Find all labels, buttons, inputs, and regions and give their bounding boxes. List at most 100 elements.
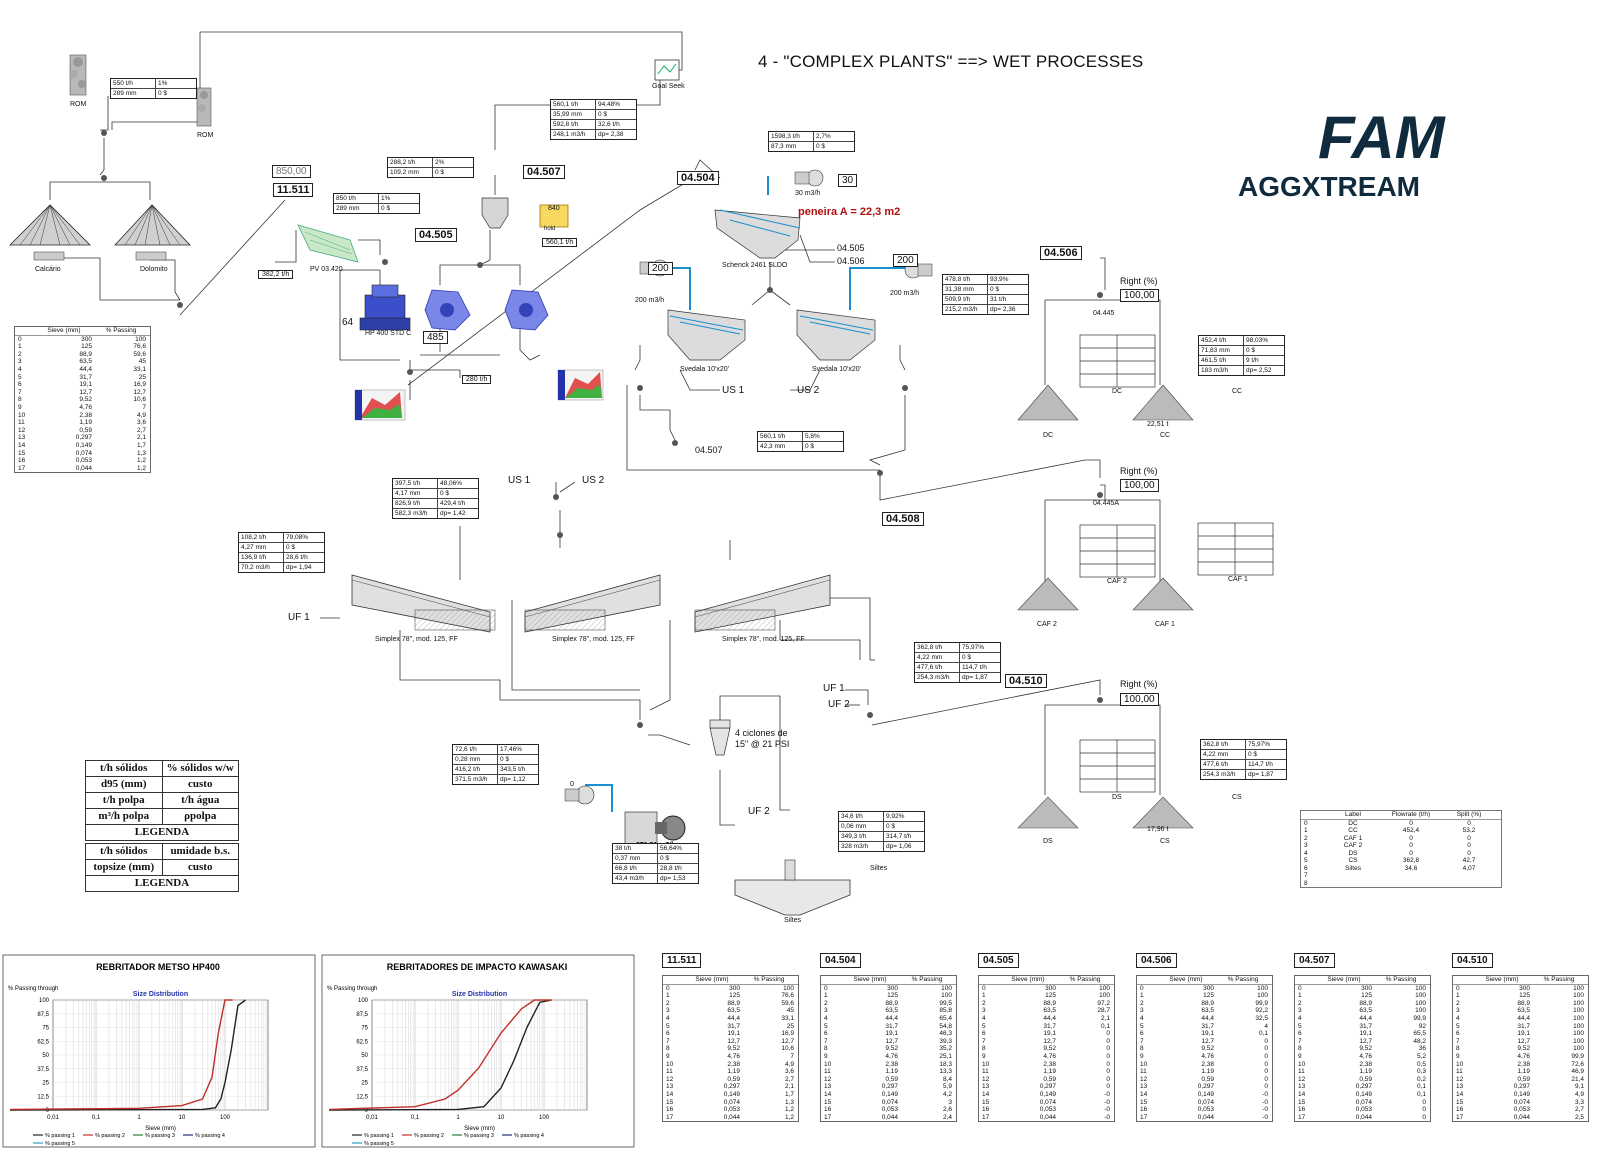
chart-ytick: 25 <box>361 1081 368 1087</box>
stream-cell: 0 $ <box>886 823 896 830</box>
stream-cell: 215,2 m3/h <box>943 305 988 314</box>
stream-cell: 31,38 mm <box>943 285 988 294</box>
right-input[interactable]: 100,00 <box>1120 479 1159 492</box>
chart-icon-1[interactable] <box>354 389 406 421</box>
kawasaki-impact-crusher-1 <box>424 289 471 331</box>
svedala-label: Svedala 10'x20' <box>812 366 861 373</box>
stream-cell: dp= 2,36 <box>990 306 1016 313</box>
right-label: Right (%) <box>1120 679 1158 689</box>
stream-cell: 93,9% <box>990 276 1009 283</box>
stream-cell: 0 $ <box>158 90 168 97</box>
input-485[interactable]: 485 <box>423 331 448 344</box>
stockpile-cc <box>1132 384 1194 421</box>
bin-label: CAF 2 <box>1107 578 1127 585</box>
right-input[interactable]: 100,00 <box>1120 693 1159 706</box>
stream-cell: 0 $ <box>381 205 391 212</box>
chart-title: REBRITADORES DE IMPACTO KAWASAKI <box>387 962 568 972</box>
sieve-header: Sieve (mm) <box>853 976 887 983</box>
chart-legend-entry: % passing 4 <box>195 1133 225 1139</box>
stream-cell: 31 t/h <box>990 296 1007 303</box>
stream-cell: 416,2 t/h <box>453 765 498 774</box>
chart-icon-2[interactable] <box>557 369 604 401</box>
input-200[interactable]: 200 <box>893 254 918 267</box>
calcario-stockpile <box>9 204 91 261</box>
stream-cell: 0 $ <box>440 490 450 497</box>
legend-cell: t/h sólidos <box>86 844 163 859</box>
pv-grizzly-screen <box>297 224 359 263</box>
split-header <box>1301 811 1324 819</box>
sieve-header <box>663 976 684 984</box>
stream-cell: 34,6 t/h <box>839 812 884 821</box>
hold-block[interactable] <box>539 204 569 228</box>
right-input[interactable]: 100,00 <box>1120 289 1159 302</box>
stream-cell: 478,8 t/h <box>943 275 988 284</box>
sieve-header <box>1295 976 1316 984</box>
stream-cell: 48,06% <box>440 480 463 487</box>
stream-cell: 0,06 mm <box>839 822 884 831</box>
split-header: Flowrate (t/h) <box>1391 811 1431 818</box>
input-30[interactable]: 30 <box>838 174 858 187</box>
goal-seek-block[interactable] <box>654 59 680 81</box>
stream-cell: 254,3 m3/h <box>915 673 960 682</box>
stream-cell: dp= 1,12 <box>500 776 526 783</box>
dc-label: DC <box>1043 432 1054 439</box>
stream-cell: 0,37 mm <box>613 854 658 863</box>
value-label: 30 m3/h <box>795 190 821 197</box>
split-row: 7 <box>1304 872 1308 879</box>
chart-ylabel: % Passing through <box>8 986 58 992</box>
stream-cell: 75,97% <box>962 644 985 651</box>
input-200[interactable]: 200 <box>648 262 673 275</box>
input-850[interactable]: 850,00 <box>272 165 311 178</box>
node-tag: 04.506 <box>1040 246 1082 260</box>
bin-label: DS <box>1112 794 1122 801</box>
stream-cell: 349,3 t/h <box>839 832 884 841</box>
legend-pulp: t/h sólidos% sólidos w/w d95 (mm)custo t… <box>85 760 239 841</box>
stream-cell: 38 t/h <box>613 844 658 853</box>
rom-feeder-1 <box>69 54 87 96</box>
stream-cell: 35,99 mm <box>551 110 596 119</box>
stream-cell: 560,1 t/h <box>551 100 596 109</box>
bin-grids <box>1079 334 1274 793</box>
legend-cell: t/h polpa <box>86 793 163 808</box>
fam-aggxtream-logo: FAM AGGXTREAM <box>1238 104 1447 200</box>
stream-cell: dp= 1,87 <box>1248 771 1274 778</box>
chart-xlabel: Sieve (mm) <box>464 1126 495 1132</box>
